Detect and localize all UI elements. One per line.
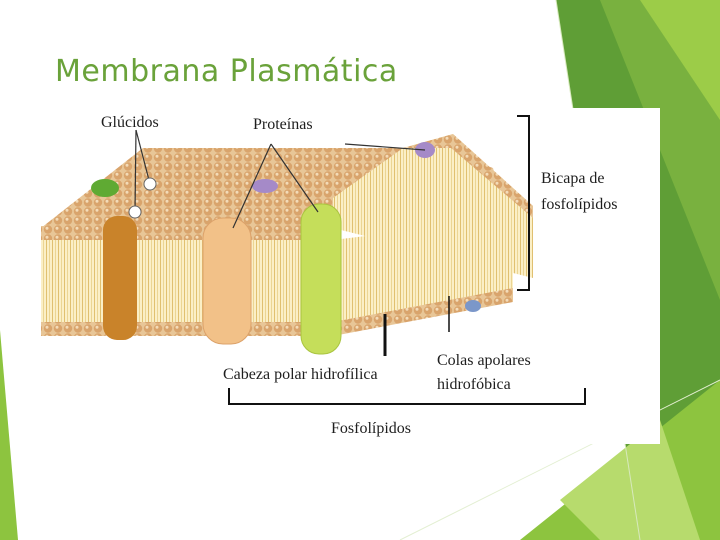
leader-glucidos-2 (134, 129, 137, 213)
front-tails-upper (41, 240, 341, 300)
leader-proteinas-3 (344, 143, 426, 151)
leader-proteinas-2 (270, 143, 319, 213)
leader-glucidos-1 (135, 129, 151, 185)
front-heads-bottom (41, 322, 341, 336)
glucidos-marker-1 (143, 177, 157, 191)
leader-proteinas-1 (232, 143, 272, 229)
label-colas-line1: Colas apolares (437, 352, 531, 369)
protein-peach (202, 217, 252, 345)
protein-brown (103, 216, 137, 340)
label-colas-line2: hidrofóbica (437, 376, 511, 393)
label-glucidos: Glúcidos (101, 114, 159, 131)
slide-title: Membrana Plasmática (55, 54, 398, 89)
label-cabeza: Cabeza polar hidrofílica (223, 366, 378, 383)
facet-line-2 (399, 379, 720, 540)
protein-lime (300, 203, 342, 355)
protein-purple-top (252, 179, 278, 193)
membrane-diagram: Glúcidos Proteínas Bicapa de fosfolípido… (33, 108, 660, 444)
label-bicapa-line1: Bicapa de (541, 170, 605, 187)
label-bicapa-line2: fosfolípidos (541, 196, 618, 213)
front-tails-lower (41, 300, 341, 324)
membrane-illustration (41, 115, 586, 405)
label-fosfolipidos: Fosfolípidos (331, 420, 412, 437)
glucidos-marker-2 (128, 205, 142, 219)
green-facet-light (640, 0, 720, 120)
fosfolipidos-bracket (228, 388, 586, 405)
label-proteinas: Proteínas (253, 116, 313, 133)
lifted-leaflet-heads (403, 134, 533, 218)
green-facet-left (0, 330, 18, 540)
bicapa-bracket (517, 115, 530, 291)
protein-blue-bottom (465, 300, 481, 312)
glucido-green (91, 179, 119, 197)
front-heads-top (41, 226, 341, 240)
lower-leaflet-heads (333, 288, 513, 336)
green-facet-bottom-light (560, 420, 700, 540)
